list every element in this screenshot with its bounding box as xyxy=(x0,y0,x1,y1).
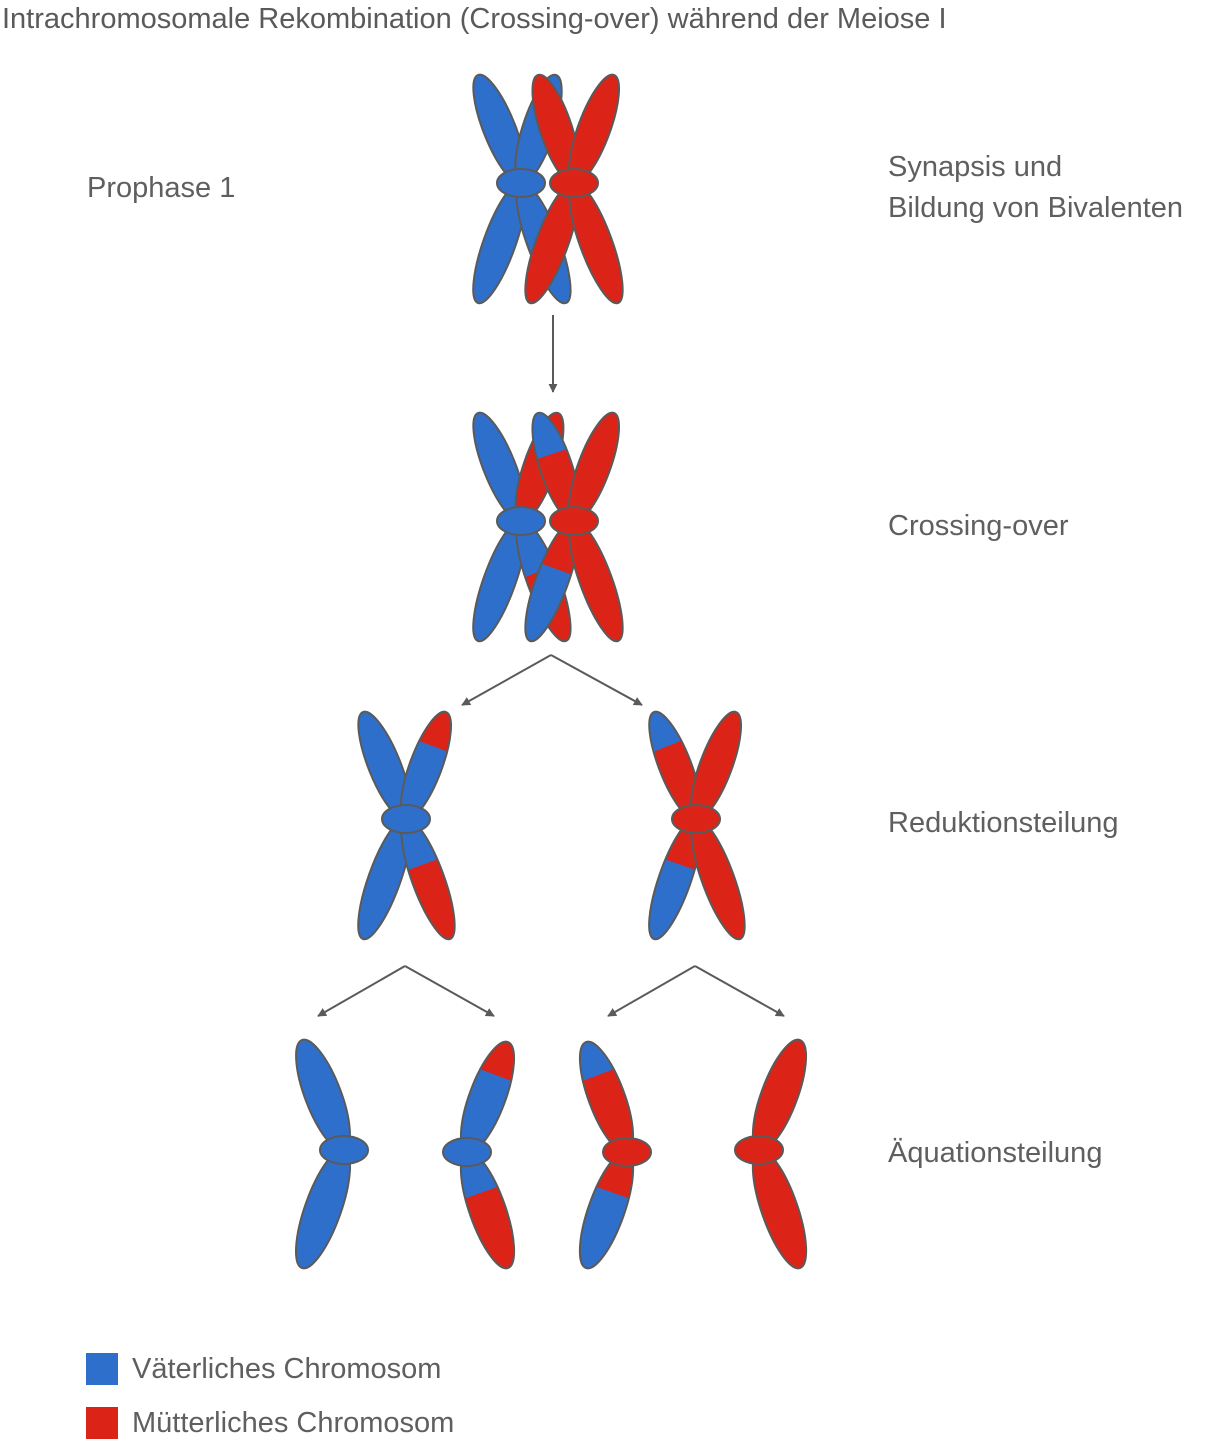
chromosome-reduction-left xyxy=(347,706,466,945)
label-crossing-over: Crossing-over xyxy=(888,510,1069,542)
arrow-left-to-paternal xyxy=(317,965,406,1017)
legend-label-maternal: Mütterliches Chromosom xyxy=(132,1406,455,1439)
legend-item-maternal: Mütterliches Chromosom xyxy=(86,1405,454,1441)
chromatid-paternal-centromere xyxy=(319,1135,369,1165)
chromosome-paternal-crossing-centromere xyxy=(496,506,546,536)
chromosome-paternal-synapsis-centromere xyxy=(496,168,546,198)
chromosome-maternal-crossing-centromere xyxy=(549,506,599,536)
chromatid-paternal-recombinant xyxy=(442,1035,525,1274)
label-prophase-1: Prophase 1 xyxy=(87,172,236,204)
chromosome-reduction-right xyxy=(638,706,756,945)
chromosome-reduction-left-centromere xyxy=(381,804,431,834)
label-synapsis-line2: Bildung von Bivalenten xyxy=(888,192,1184,224)
chromatid-maternal-recombinant-centromere xyxy=(602,1137,652,1167)
chromatid-maternal xyxy=(734,1033,818,1274)
chromosome-reduction-right-centromere xyxy=(671,804,721,834)
arrows-group xyxy=(317,315,785,1017)
legend-swatch-paternal xyxy=(86,1353,118,1385)
legend-item-paternal: Väterliches Chromosom xyxy=(86,1351,441,1387)
chromatid-paternal xyxy=(285,1033,369,1275)
legend-swatch-maternal xyxy=(86,1407,118,1439)
arrow-crossing-to-left xyxy=(461,654,552,706)
label-synapsis-line1: Synapsis und xyxy=(888,151,1063,183)
chromatid-maternal-recombinant xyxy=(569,1035,652,1274)
chromosome-maternal-synapsis-centromere xyxy=(549,168,599,198)
arrow-right-to-recombinant xyxy=(607,965,696,1017)
diagram-title: Intrachromosomale Rekombination (Crossin… xyxy=(2,3,947,35)
label-aequationsteilung: Äquationsteilung xyxy=(888,1137,1103,1169)
chromosomes-group xyxy=(285,69,818,1275)
legend-label-paternal: Väterliches Chromosom xyxy=(132,1352,442,1385)
chromosome-maternal-synapsis xyxy=(514,69,634,309)
arrow-left-to-recombinant xyxy=(404,965,495,1017)
arrow-crossing-to-right xyxy=(550,654,643,706)
arrow-right-to-maternal xyxy=(694,965,785,1017)
chromatid-paternal-recombinant-centromere xyxy=(442,1137,492,1167)
label-reduktionsteilung: Reduktionsteilung xyxy=(888,807,1119,839)
chromatid-maternal-centromere xyxy=(734,1135,784,1165)
